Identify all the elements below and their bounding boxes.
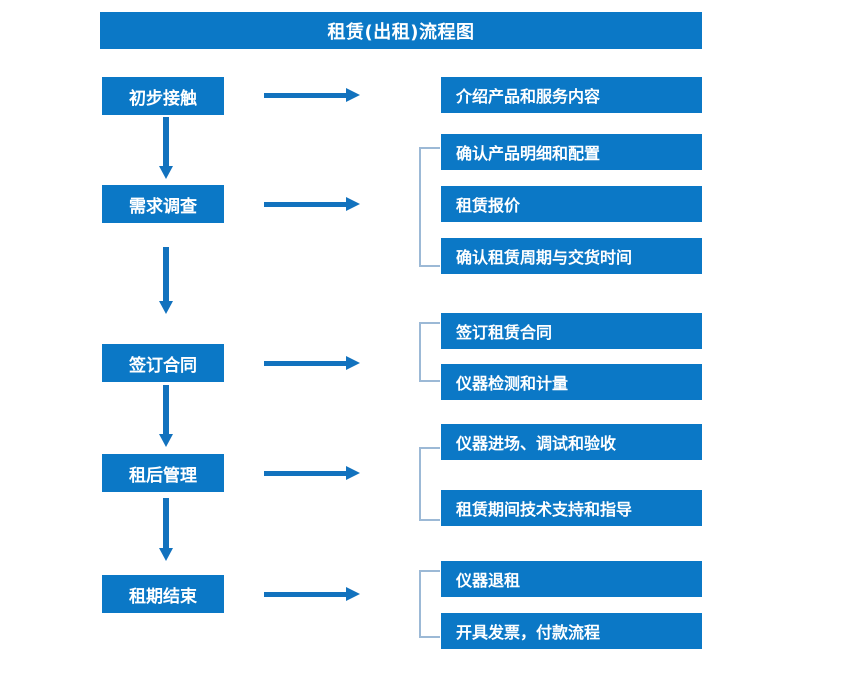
right-arrow-icon	[264, 196, 360, 212]
detail-box-签订租赁合同[interactable]: 签订租赁合同	[441, 313, 702, 349]
stage-box-租后管理[interactable]: 租后管理	[102, 454, 224, 492]
down-arrow-icon	[158, 117, 174, 179]
detail-box-介绍产品和服务内容[interactable]: 介绍产品和服务内容	[441, 77, 702, 113]
detail-box-确认产品明细和配置[interactable]: 确认产品明细和配置	[441, 134, 702, 170]
arrow-head	[346, 197, 360, 211]
detail-box-确认租赁周期与交货时间[interactable]: 确认租赁周期与交货时间	[441, 238, 702, 274]
arrow-head	[346, 88, 360, 102]
arrow-head	[159, 166, 173, 179]
arrow-shaft	[163, 247, 169, 302]
arrow-head	[346, 466, 360, 480]
down-arrow-icon	[158, 385, 174, 447]
diagram-title: 租赁(出租)流程图	[100, 12, 702, 49]
arrow-shaft	[264, 471, 346, 476]
right-arrow-icon	[264, 87, 360, 103]
arrow-shaft	[163, 498, 169, 549]
arrow-head	[346, 356, 360, 370]
arrow-head	[159, 434, 173, 447]
arrow-shaft	[264, 361, 346, 366]
arrow-shaft	[163, 385, 169, 435]
right-arrow-icon	[264, 355, 360, 371]
detail-box-租赁期间技术支持和指导[interactable]: 租赁期间技术支持和指导	[441, 490, 702, 526]
stage-box-需求调查[interactable]: 需求调查	[102, 185, 224, 223]
arrow-head	[159, 548, 173, 561]
right-arrow-icon	[264, 586, 360, 602]
group-bracket-icon	[419, 570, 440, 638]
stage-box-租期结束[interactable]: 租期结束	[102, 575, 224, 613]
arrow-shaft	[264, 592, 346, 597]
detail-box-开具发票付款流程[interactable]: 开具发票，付款流程	[441, 613, 702, 649]
arrow-shaft	[264, 93, 346, 98]
detail-box-仪器检测和计量[interactable]: 仪器检测和计量	[441, 364, 702, 400]
group-bracket-icon	[419, 322, 440, 382]
detail-box-租赁报价[interactable]: 租赁报价	[441, 186, 702, 222]
right-arrow-icon	[264, 465, 360, 481]
group-bracket-icon	[419, 147, 440, 267]
stage-box-签订合同[interactable]: 签订合同	[102, 344, 224, 382]
arrow-shaft	[264, 202, 346, 207]
down-arrow-icon	[158, 247, 174, 314]
down-arrow-icon	[158, 498, 174, 561]
detail-box-仪器退租[interactable]: 仪器退租	[441, 561, 702, 597]
arrow-head	[159, 301, 173, 314]
stage-box-初步接触[interactable]: 初步接触	[102, 77, 224, 115]
group-bracket-icon	[419, 447, 440, 521]
arrow-shaft	[163, 117, 169, 167]
arrow-head	[346, 587, 360, 601]
detail-box-仪器进场调试和验收[interactable]: 仪器进场、调试和验收	[441, 424, 702, 460]
